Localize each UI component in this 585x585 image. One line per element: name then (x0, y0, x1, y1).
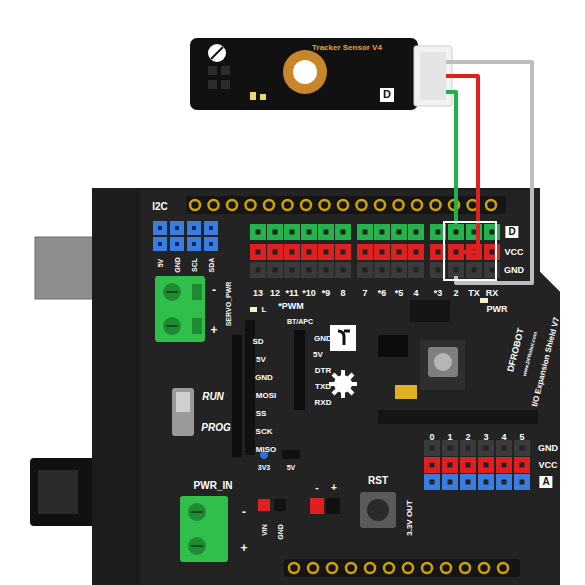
pin-name: - (242, 506, 246, 518)
pin-name: 5 (519, 433, 524, 442)
pin-name: BT/APC (287, 318, 313, 325)
pin-name: 3.3V OUT (406, 500, 414, 536)
pin-name: *3 (434, 289, 443, 298)
pin-name: VIN (261, 524, 268, 536)
pin-name: 2 (465, 433, 470, 442)
led-label: L (262, 306, 267, 314)
pin-name: 5V (313, 351, 323, 359)
pin-name: GND (504, 266, 524, 275)
section-title: I2C (152, 202, 168, 212)
pin-name: RST (368, 476, 388, 486)
pin-name: SCL (191, 258, 198, 272)
pin-name: 13 (253, 289, 263, 298)
pin-name: SD (252, 338, 263, 346)
pin-name: SS (256, 410, 267, 418)
pin-name: TXD (315, 383, 331, 391)
pin-name: SCK (256, 428, 273, 436)
pin-name: DTR (315, 367, 331, 375)
pin-name: GND (255, 374, 273, 382)
pin-name: *9 (322, 289, 331, 298)
pin-name: 5V (287, 464, 296, 471)
pin-name: *5 (395, 289, 404, 298)
pin-name: RXD (315, 399, 332, 407)
polarity-mark: - (212, 284, 216, 296)
terminal-label: SERVO_PWR (225, 282, 232, 327)
pin-name: PWR_IN (194, 481, 233, 491)
pin-name: A (539, 476, 552, 488)
pin-name: GND (174, 257, 181, 273)
pin-name: TX (468, 289, 480, 298)
pin-name: + (331, 483, 337, 493)
pin-name: 3V3 (258, 464, 270, 471)
pin-name: SDA (208, 258, 215, 273)
pin-name: *10 (302, 289, 316, 298)
pin-name: 5V (157, 259, 164, 268)
pin-name: VCC (538, 461, 557, 470)
pin-name: PWR (487, 305, 508, 314)
pin-name: 5V (256, 356, 266, 364)
pin-name: 0 (429, 433, 434, 442)
pin-name: 1 (447, 433, 452, 442)
pin-name: 4 (501, 433, 506, 442)
pin-name: *6 (378, 289, 387, 298)
pin-name: 8 (340, 289, 345, 298)
pin-name: *11 (285, 289, 298, 298)
pin-tag: D (380, 88, 394, 102)
pin-name: GND (538, 444, 558, 453)
pin-name: VCC (504, 248, 523, 257)
pin-name: MISO (256, 446, 276, 454)
pin-name: + (240, 542, 247, 554)
pin-name: RUN (202, 392, 224, 402)
pin-name: 3 (483, 433, 488, 442)
pin-name: 4 (413, 289, 418, 298)
pin-name: PROG (201, 423, 230, 433)
pin-name: RX (486, 289, 499, 298)
pin-name: 12 (270, 289, 280, 298)
sensor-module: Tracker Sensor V4 D (190, 38, 418, 110)
pin-name: MOSI (256, 392, 276, 400)
pin-name: - (315, 483, 318, 493)
pin-name: 7 (362, 289, 367, 298)
module-title: Tracker Sensor V4 (312, 44, 382, 52)
pin-name: GND (314, 335, 332, 343)
pin-name: 2 (453, 289, 458, 298)
pin-name: GND (277, 524, 284, 540)
polarity-mark: + (210, 324, 217, 336)
pin-name: D (505, 226, 518, 238)
pwm-note: *PWM (278, 302, 304, 311)
